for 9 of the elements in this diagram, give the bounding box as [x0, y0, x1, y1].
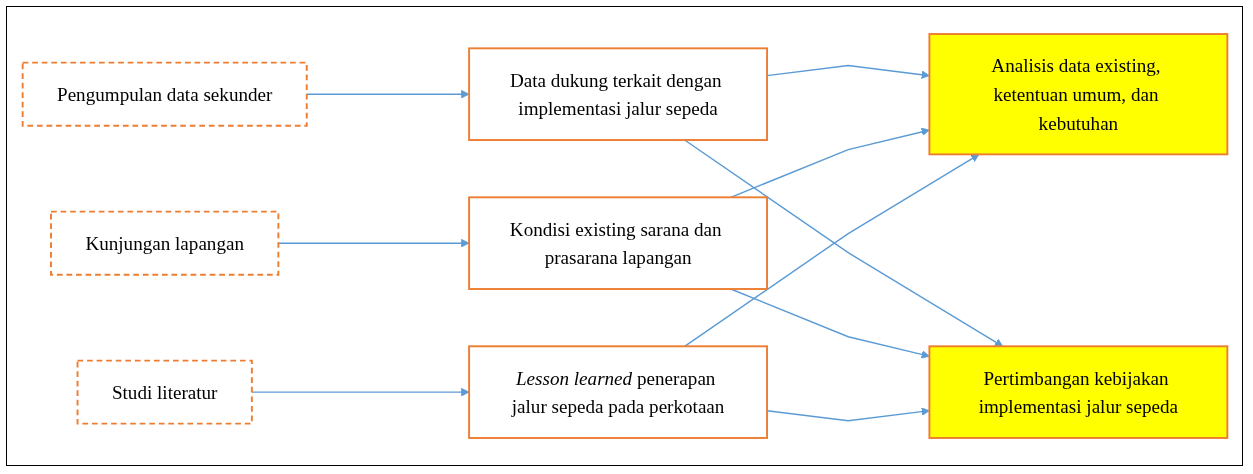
node-box: Data dukung terkait dengan implementasi jalur sepeda	[467, 47, 768, 141]
arrow	[277, 238, 469, 248]
node-box: Pengumpulan data sekunder	[21, 61, 308, 127]
node-box: Lesson learned penerapan jalur sepeda pada perkotaan	[467, 345, 768, 439]
node-box: Studi literatur	[76, 359, 253, 425]
node-box: Kunjungan lapangan	[49, 210, 279, 276]
node-box: Kondisi existing sarana dan prasarana lapangan	[467, 196, 768, 290]
node-box: Analisis data existing, ketentuan umum, dan kebutuhan	[927, 33, 1228, 156]
node-box: Pertimbangan kebijakan implementasi jalur sepeda	[927, 345, 1228, 439]
